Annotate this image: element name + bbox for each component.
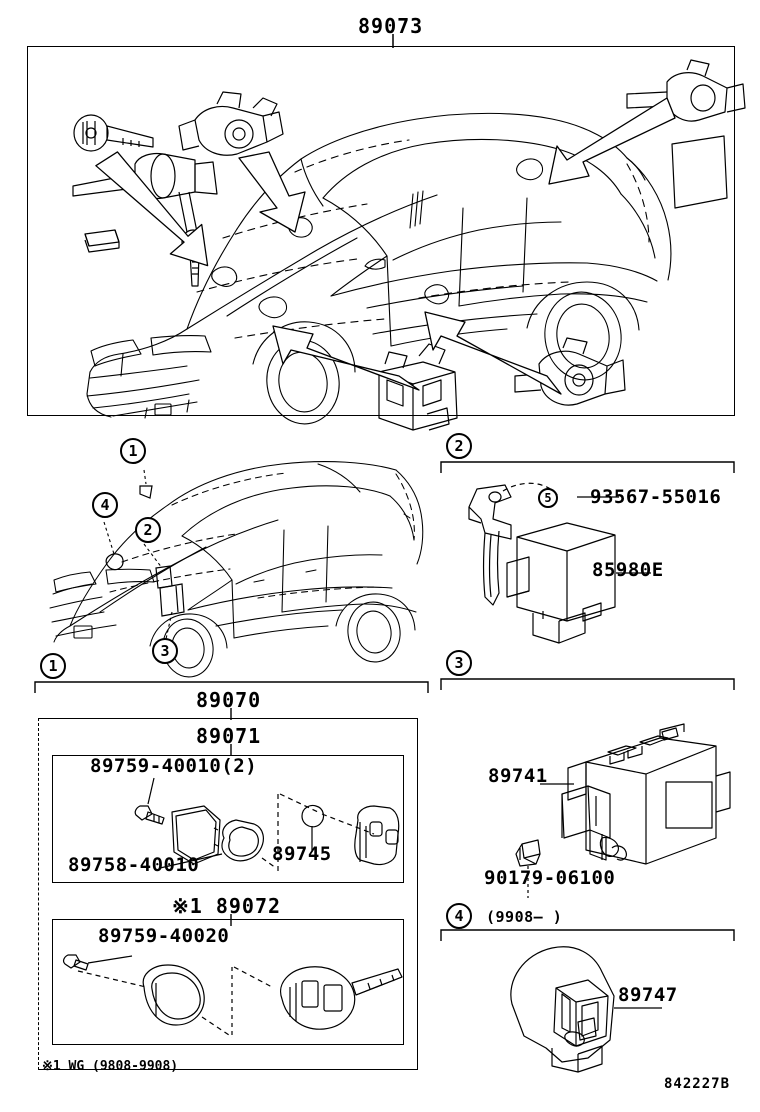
overview-vehicle-illustration [49, 461, 424, 678]
overview-callout-2[interactable]: 2 [135, 517, 161, 543]
section-4-date-range: (9908— ) [486, 908, 563, 926]
section-1-bracket [34, 681, 429, 693]
title-leader-line [392, 34, 394, 48]
main-illustration-frame [27, 46, 735, 416]
part-89747-label: 89747 [618, 984, 678, 1006]
group-89071-frame [52, 755, 404, 883]
part-93567-55016-label: 93567-55016 [590, 486, 722, 508]
part-89741-label: 89741 [488, 765, 548, 787]
part-89745-label: 89745 [272, 843, 332, 865]
diagram-id: 842227B [664, 1076, 731, 1092]
group-89071-label: 89071 [196, 724, 262, 748]
section-3-marker[interactable]: 3 [446, 650, 472, 676]
part-85980E-label: 85980E [592, 559, 664, 581]
section-2-marker[interactable]: 2 [446, 433, 472, 459]
section-3-part-illustration [515, 723, 731, 898]
group-89072-frame [52, 919, 404, 1045]
overview-callout-1[interactable]: 1 [120, 438, 146, 464]
diagram-footnote: ※1 WG (9808-9908) [42, 1059, 179, 1074]
section-4-bracket [440, 929, 735, 941]
group-89070-frame [38, 718, 418, 1070]
main-vehicle-illustration [72, 59, 746, 431]
group-89072-leader [230, 914, 232, 926]
main-panel-part-number: 89073 [358, 14, 424, 38]
section-2-sub-bubble-5[interactable]: 5 [538, 488, 558, 508]
section-1-upper-parts-illustration [134, 777, 400, 872]
section-2-bracket [440, 461, 735, 473]
section-1-lower-parts-illustration [62, 954, 403, 1038]
part-90179-06100-label: 90179-06100 [484, 867, 616, 889]
group-89071-leader [230, 744, 232, 756]
part-89759-40020-label: 89759-40020 [98, 925, 230, 947]
group-89070-label: 89070 [196, 688, 262, 712]
overview-callout-4[interactable]: 4 [92, 492, 118, 518]
section-3-bracket [440, 678, 735, 690]
section-4-part-illustration [510, 946, 662, 1073]
section-2-part-illustration [468, 482, 651, 644]
overview-callout-3[interactable]: 3 [152, 638, 178, 664]
part-89758-40010-label: 89758-40010 [68, 854, 200, 876]
section-4-marker[interactable]: 4 [446, 903, 472, 929]
group-89072-label: ※1 89072 [172, 894, 282, 918]
section-1-marker[interactable]: 1 [40, 653, 66, 679]
part-89759-40010-label: 89759-40010(2) [90, 755, 258, 777]
